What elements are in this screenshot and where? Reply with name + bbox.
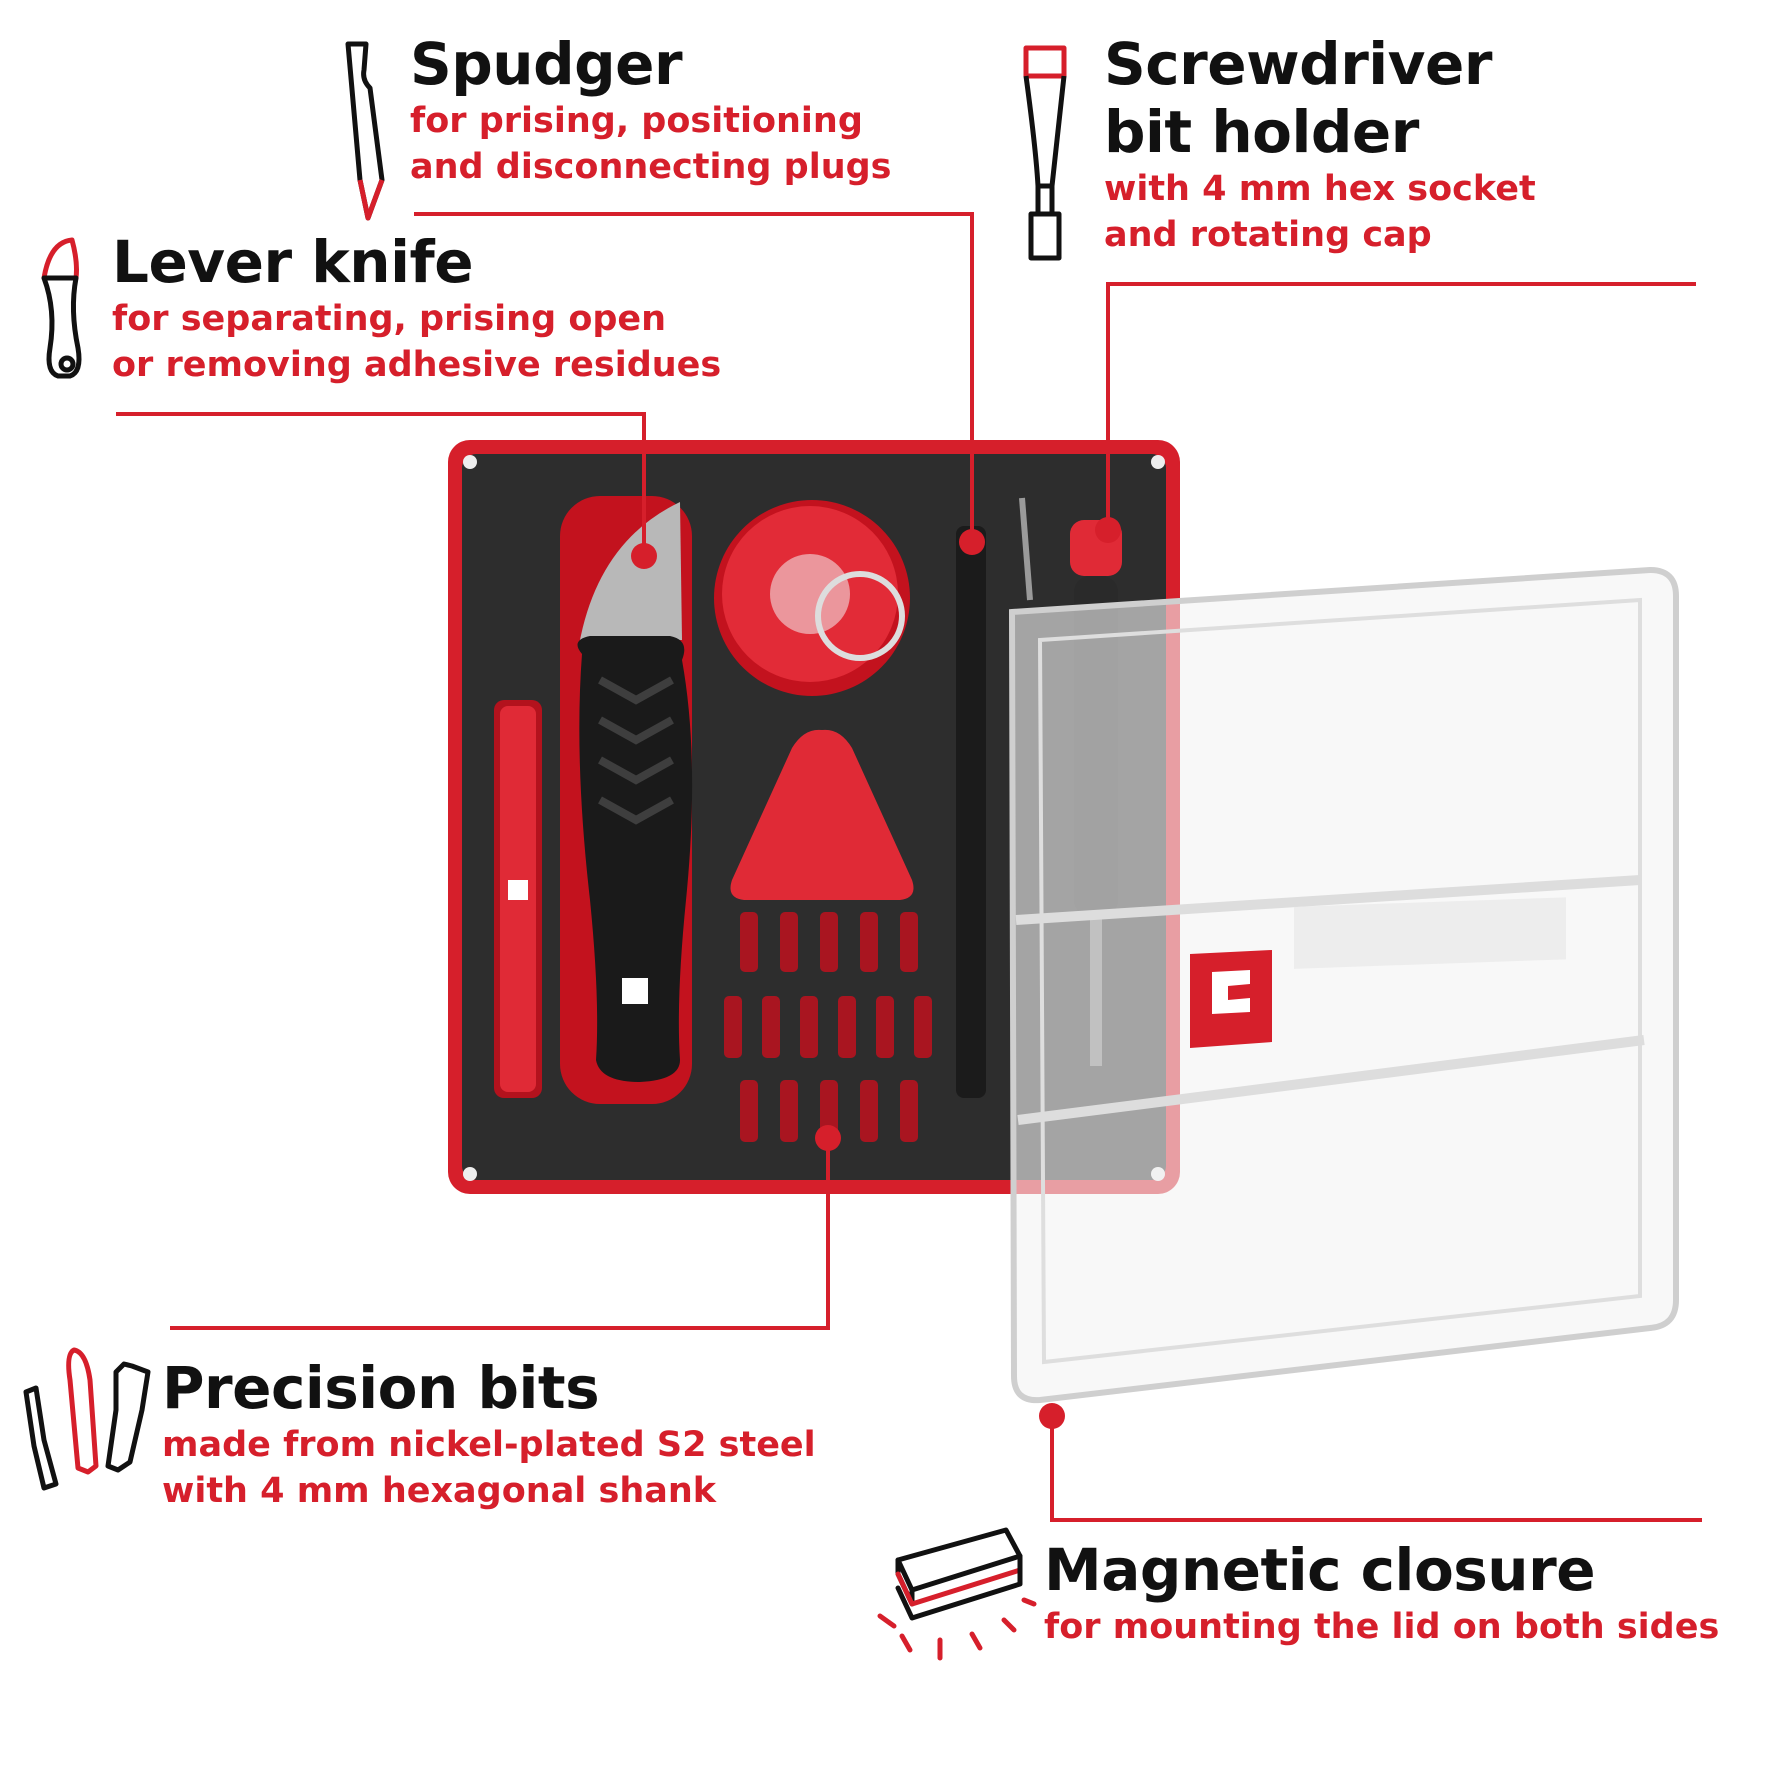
- screwdriver-desc-line1: with 4 mm hex socket: [1104, 169, 1536, 209]
- bit: [900, 912, 918, 972]
- bit: [860, 1080, 878, 1142]
- lever-knife-handle: [577, 636, 693, 1082]
- leader-dots: [631, 517, 1121, 1429]
- screwdriver-title-line1: Screwdriver: [1104, 30, 1492, 98]
- lever-knife-leader: [116, 412, 646, 556]
- screwdriver-icon: [1023, 45, 1067, 261]
- bit: [876, 996, 894, 1058]
- magnet-icon: [877, 1527, 1037, 1661]
- suction-cup-ring: [815, 571, 905, 661]
- transparent-lid: [1008, 566, 1679, 1404]
- precision-bits-title: Precision bits: [162, 1354, 600, 1422]
- bit: [900, 1080, 918, 1142]
- spudger-dot: [959, 529, 985, 555]
- leader-lines: [116, 212, 1702, 1522]
- screwdriver-leader: [1106, 282, 1696, 530]
- einhell-logo-mark: [1190, 950, 1272, 1048]
- bit: [780, 1080, 798, 1142]
- screwdriver-title-line2: bit holder: [1104, 98, 1419, 166]
- lever-knife-logo: [622, 978, 648, 1004]
- bit: [860, 912, 878, 972]
- callout-lever-knife: Lever knife for separating, prising open…: [112, 228, 721, 388]
- bit: [838, 996, 856, 1058]
- magnetic-dot: [1039, 1403, 1065, 1429]
- precision-bits-desc-line2: with 4 mm hexagonal shank: [162, 1471, 717, 1511]
- spudger-icon: [345, 41, 385, 221]
- callout-screwdriver: Screwdriver bit holder with 4 mm hex soc…: [1104, 30, 1536, 258]
- lid-rib: [1017, 1035, 1645, 1125]
- lever-knife-dot: [631, 543, 657, 569]
- lever-knife-blade: [580, 502, 682, 640]
- bit: [762, 996, 780, 1058]
- screwdriver-desc-line2: and rotating cap: [1104, 215, 1432, 255]
- einhell-wordmark: [1294, 897, 1566, 969]
- bit: [820, 912, 838, 972]
- spudger-desc-line1: for prising, positioning: [410, 101, 863, 141]
- precision-bits-dot: [815, 1125, 841, 1151]
- spudger-leader: [414, 212, 974, 542]
- einhell-logo-glyph: [1212, 970, 1250, 1014]
- case-screw: [463, 1167, 477, 1181]
- lever-knife-title: Lever knife: [112, 228, 474, 296]
- case-screw: [1151, 455, 1165, 469]
- lid-rib: [1015, 875, 1641, 925]
- callout-spudger: Spudger for prising, positioning and dis…: [410, 30, 892, 190]
- precision-bits-icon: [23, 1347, 151, 1491]
- triangle-pick: [730, 729, 914, 900]
- bit: [914, 996, 932, 1058]
- bit: [780, 912, 798, 972]
- callout-magnetic-closure: Magnetic closure for mounting the lid on…: [1044, 1536, 1719, 1650]
- bit-set: [724, 912, 932, 1142]
- spudger-tool: [956, 526, 986, 1098]
- lever-knife-icon: [41, 237, 82, 379]
- lever-knife-grip: [598, 676, 674, 825]
- case-screw: [463, 455, 477, 469]
- spudger-desc-line2: and disconnecting plugs: [410, 147, 892, 187]
- tool-case: [448, 440, 1180, 1194]
- screwdriver-dot: [1095, 517, 1121, 543]
- bit: [800, 996, 818, 1058]
- bit: [724, 996, 742, 1058]
- suction-cup-knob: [770, 554, 850, 634]
- opening-tool-logo: [508, 880, 528, 900]
- magnetic-leader: [1050, 1416, 1702, 1522]
- tweezers: [1019, 497, 1033, 601]
- spudger-title: Spudger: [410, 30, 683, 98]
- precision-bits-desc-line1: made from nickel-plated S2 steel: [162, 1425, 816, 1465]
- magnetic-closure-desc-line1: for mounting the lid on both sides: [1044, 1607, 1720, 1647]
- lever-knife-desc-line2: or removing adhesive residues: [112, 345, 722, 385]
- magnetic-closure-title: Magnetic closure: [1044, 1536, 1596, 1604]
- lever-knife-desc-line1: for separating, prising open: [112, 299, 667, 339]
- lid-shell: [1008, 566, 1679, 1404]
- bit: [740, 912, 758, 972]
- callout-precision-bits: Precision bits made from nickel-plated S…: [162, 1354, 816, 1514]
- precision-bits-leader: [170, 1138, 830, 1330]
- bit: [740, 1080, 758, 1142]
